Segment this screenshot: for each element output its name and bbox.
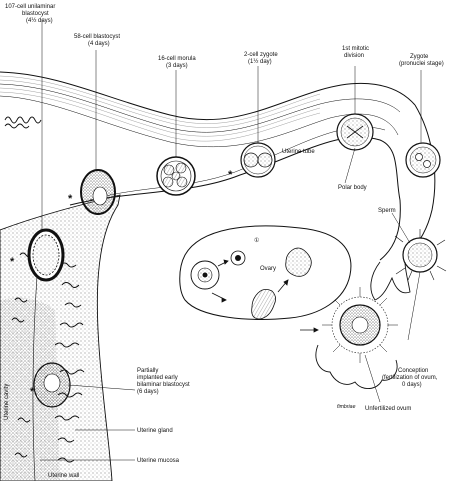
svg-text:(1½ day): (1½ day) bbox=[248, 58, 272, 65]
fimbriae bbox=[370, 261, 411, 301]
label-uterine-tube: Uterine tube bbox=[282, 149, 315, 155]
label-uterine-cavity: Uterine cavity bbox=[4, 384, 10, 420]
svg-text:(4½ days): (4½ days) bbox=[26, 17, 53, 24]
label-fimbriae: fimbriae bbox=[337, 404, 356, 410]
svg-text:blastocyst: blastocyst bbox=[22, 11, 49, 17]
asterisk-markers: * * * * bbox=[10, 169, 233, 398]
partially-implanted-blastocyst bbox=[33, 362, 71, 408]
label-uterine-mucosa: Uterine mucosa bbox=[137, 458, 180, 464]
svg-text:2-cell zygote: 2-cell zygote bbox=[244, 52, 278, 58]
label-16-cell-morula: 16-cell morula (3 days) bbox=[158, 56, 196, 69]
label-polar-body: Polar body bbox=[338, 185, 367, 191]
unfertilized-ovum bbox=[322, 287, 398, 363]
label-ovary-number: ① bbox=[254, 237, 259, 244]
label-conception: Conception (fertilization of ovum, 0 day… bbox=[382, 368, 438, 388]
label-ovary: Ovary bbox=[260, 266, 276, 272]
mucosa-edge bbox=[4, 116, 42, 129]
leader-lines bbox=[40, 19, 422, 461]
svg-text:Conception: Conception bbox=[398, 368, 428, 374]
blastocyst-58-cell bbox=[80, 169, 116, 215]
tube-wall-texture bbox=[0, 75, 321, 142]
label-unfertilized-ovum: Unfertilized ovum bbox=[365, 406, 411, 412]
label-partially-implanted: Partially implanted early bilaminar blas… bbox=[137, 368, 190, 395]
label-58-cell-blastocyst: 58-cell blastocyst (4 days) bbox=[74, 34, 120, 47]
label-sperm: Sperm bbox=[378, 208, 396, 214]
ovary-arrows bbox=[211, 259, 319, 333]
svg-text:107-cell unilaminar: 107-cell unilaminar bbox=[5, 4, 55, 10]
first-mitotic-division bbox=[336, 113, 374, 151]
label-uterine-gland: Uterine gland bbox=[137, 428, 173, 434]
asterisk-58: * bbox=[68, 193, 73, 205]
label-uterine-wall: Uterine wall bbox=[48, 473, 79, 479]
svg-text:bilaminar blastocyst: bilaminar blastocyst bbox=[137, 382, 190, 388]
svg-text:0 days): 0 days) bbox=[402, 382, 422, 388]
svg-text:16-cell morula: 16-cell morula bbox=[158, 56, 196, 62]
svg-text:(6 days): (6 days) bbox=[137, 389, 159, 395]
svg-text:Partially: Partially bbox=[137, 368, 158, 374]
blastocyst-107-cell bbox=[27, 228, 65, 282]
zygote-2-cell bbox=[240, 142, 276, 178]
svg-text:1st mitotic: 1st mitotic bbox=[342, 46, 369, 52]
label-107-cell-blastocyst: 107-cell unilaminar blastocyst (4½ days) bbox=[5, 4, 55, 24]
ovary bbox=[179, 225, 352, 320]
zygote-pronuclei bbox=[405, 142, 441, 178]
svg-text:Zygote: Zygote bbox=[410, 54, 429, 60]
label-zygote-pronuclei: Zygote (pronuclei stage) bbox=[399, 54, 444, 67]
svg-text:(pronuclei stage): (pronuclei stage) bbox=[399, 61, 444, 67]
morula-16-cell bbox=[156, 156, 196, 196]
svg-text:division: division bbox=[344, 53, 364, 59]
svg-text:(fertilization of ovum,: (fertilization of ovum, bbox=[382, 375, 438, 381]
asterisk-implant: * bbox=[30, 386, 35, 398]
lower-fimbriae bbox=[315, 344, 398, 389]
sperm-ovum bbox=[394, 229, 447, 281]
asterisk-2cell: * bbox=[228, 169, 233, 181]
asterisk-107: * bbox=[10, 256, 15, 268]
svg-text:(3 days): (3 days) bbox=[166, 63, 188, 69]
svg-text:58-cell blastocyst: 58-cell blastocyst bbox=[74, 34, 120, 40]
label-2-cell-zygote: 2-cell zygote (1½ day) bbox=[244, 52, 278, 65]
label-first-mitotic-division: 1st mitotic division bbox=[342, 46, 369, 59]
svg-text:(4 days): (4 days) bbox=[88, 41, 110, 47]
svg-text:implanted early: implanted early bbox=[137, 375, 178, 381]
